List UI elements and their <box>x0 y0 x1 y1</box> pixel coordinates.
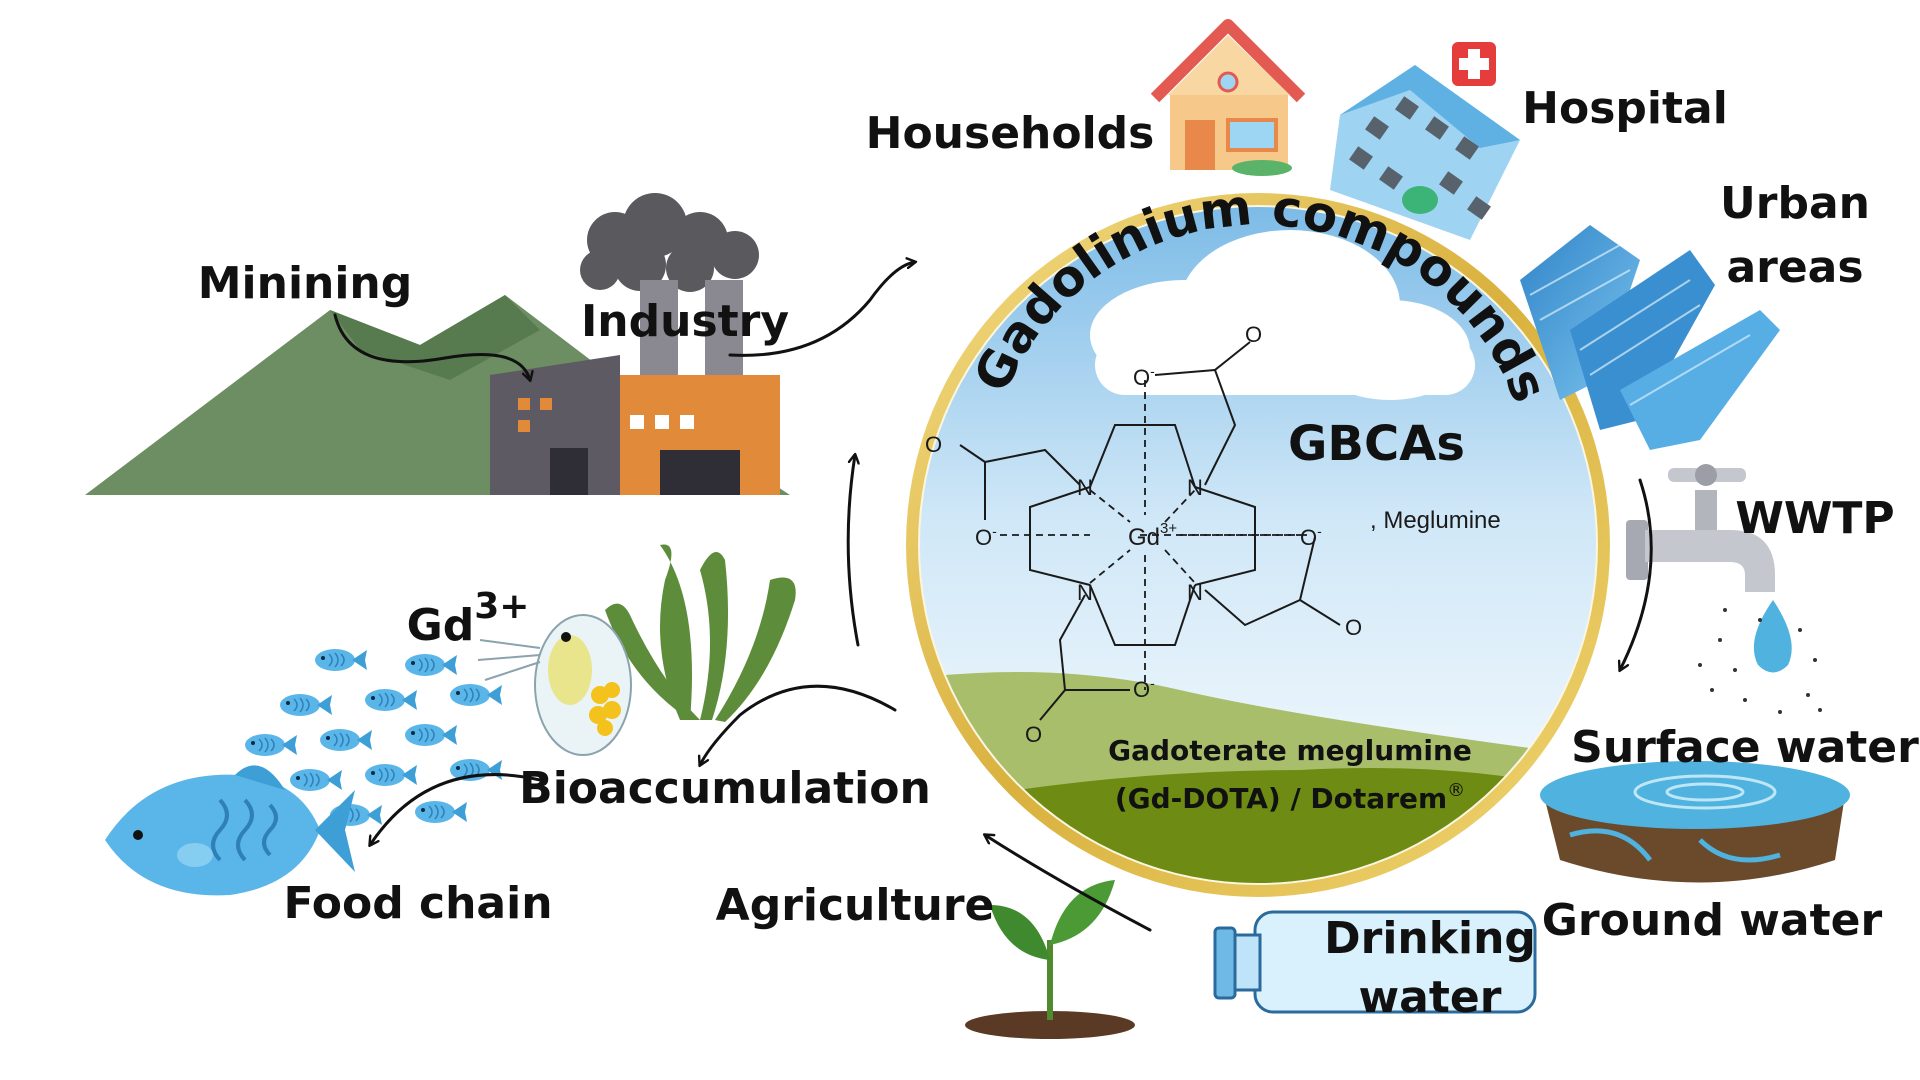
anion-o-top: O- <box>1133 363 1155 390</box>
smoke-cloud-icon <box>580 193 759 292</box>
gd-dota-structure <box>959 341 1341 721</box>
hospital-label: Hospital <box>1522 83 1728 134</box>
atom-n3: N <box>1077 580 1093 605</box>
anion-o-left: O- <box>975 523 997 550</box>
sprout-icon <box>965 880 1135 1039</box>
households-label: Households <box>866 108 1155 159</box>
meglumine-label: , Meglumine <box>1370 507 1501 534</box>
arrow-drinking-to-agriculture <box>985 835 1152 932</box>
carbonyl-o-bottom: O <box>1025 722 1042 747</box>
compound-name-line1: Gadoterate meglumine <box>1108 734 1472 767</box>
bioaccumulation-label: Bioaccumulation <box>519 763 931 814</box>
carbonyl-o-right: O <box>1345 615 1362 640</box>
structure-atoms: N N N N Gd3+ O- O- O- O- O O O O <box>925 322 1362 747</box>
zooplankton-icon <box>477 614 632 756</box>
industry-label: Industry <box>581 296 789 347</box>
drinking-water-label-line2: water <box>1359 972 1502 1023</box>
wwtp-label: WWTP <box>1735 493 1894 544</box>
gd-ion-label: Gd3+ <box>407 586 530 651</box>
factory-icon <box>490 280 780 495</box>
gbcas-label: GBCAs <box>1288 416 1465 472</box>
gd-ion: Gd3+ <box>1128 520 1177 551</box>
compound-name-line2: (Gd-DOTA) / Dotarem® <box>1115 780 1465 815</box>
ground-water-label: Ground water <box>1542 895 1883 946</box>
arrow-center-to-industry <box>846 455 858 647</box>
arrow-bioaccumulation-to-food-chain <box>370 773 542 845</box>
hospital-icon <box>1330 42 1520 240</box>
atom-n1: N <box>1077 475 1093 500</box>
urban-label-line1: Urban <box>1720 178 1870 229</box>
water-body-icon <box>1540 761 1850 883</box>
house-icon <box>1150 19 1306 176</box>
big-fish-icon <box>105 765 355 896</box>
mining-label: Minining <box>198 258 413 309</box>
arrow-center-to-bioaccumulation <box>700 684 897 765</box>
anion-o-bottom: O- <box>1133 675 1155 702</box>
urban-label-line2: areas <box>1726 242 1863 293</box>
anion-o-right: O- <box>1300 523 1322 550</box>
cloud-icon <box>1090 230 1475 400</box>
carbonyl-o-left: O <box>925 432 942 457</box>
agriculture-label: Agriculture <box>716 880 995 931</box>
urban-skyline-icon <box>1520 225 1780 450</box>
arrow-mining-to-industry <box>333 313 530 380</box>
surface-water-label: Surface water <box>1571 722 1919 773</box>
arrow-industry-to-center <box>728 262 915 357</box>
carbonyl-o-top: O <box>1245 322 1262 347</box>
water-drop-icon <box>1698 600 1822 714</box>
faucet-icon <box>1626 464 1775 592</box>
arrow-wwtp-to-surface <box>1620 478 1653 670</box>
food-chain-label: Food chain <box>283 878 552 929</box>
drinking-water-label-line1: Drinking <box>1324 913 1536 964</box>
flow-arrows <box>333 262 1653 932</box>
water-bottle-icon <box>1213 910 1537 1014</box>
atom-n2: N <box>1187 475 1203 500</box>
atom-n4: N <box>1187 580 1203 605</box>
seaweed-icon <box>605 544 796 722</box>
